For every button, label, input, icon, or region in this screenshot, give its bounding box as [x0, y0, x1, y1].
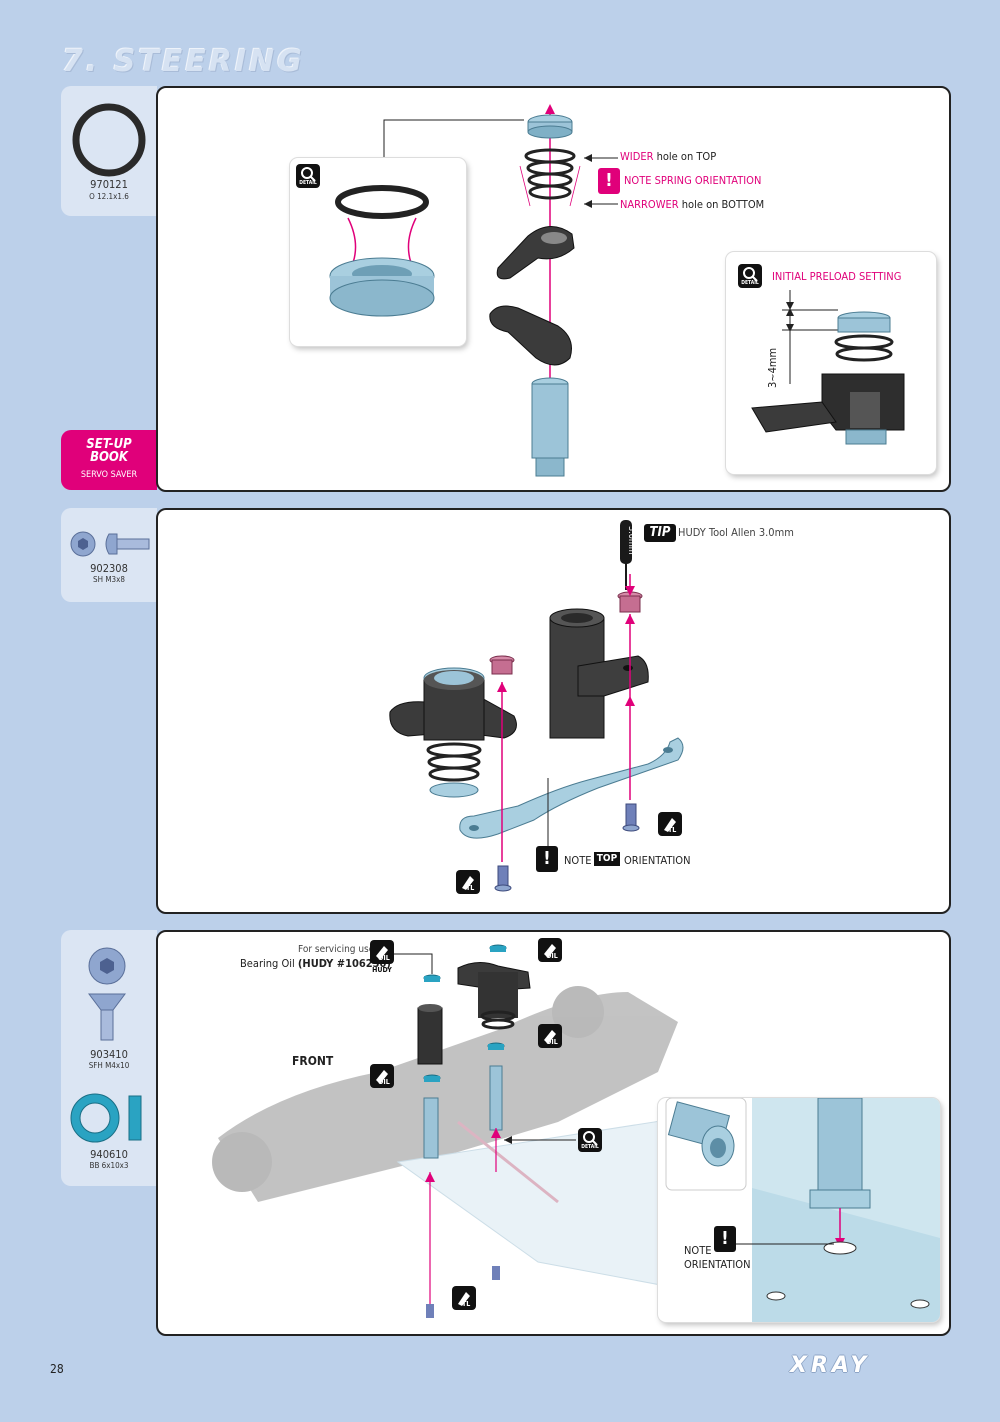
threadlock-icon: TL	[452, 1286, 476, 1310]
part-size: SH M3x8	[93, 575, 125, 584]
setup-line1: SET-UP	[86, 437, 132, 452]
setup-line3: SERVO SAVER	[80, 470, 138, 480]
magnifier-detail-icon: DETAIL	[296, 164, 320, 188]
post-seating-drawing	[665, 1098, 940, 1322]
oil-text-line2: Bearing Oil (HUDY #106230)	[240, 957, 391, 970]
oil-drop-icon: OIL	[538, 1024, 562, 1048]
note-line2: ORIENTATION	[684, 1258, 751, 1271]
warning-icon: !	[714, 1226, 736, 1252]
page-title: 7. STEERING	[62, 44, 305, 79]
threadlock-icon: TL	[658, 812, 682, 836]
page-number: 28	[50, 1362, 64, 1376]
note-pre: NOTE	[564, 854, 592, 867]
parts-box-step3: 903410 SFH M4x10 940610 BB 6x10x3	[61, 930, 157, 1186]
preload-title: INITIAL PRELOAD SETTING	[772, 270, 902, 283]
allen-tool-label: 3.0mm	[626, 526, 636, 555]
front-label: FRONT	[292, 1054, 334, 1068]
part-code: 903410	[90, 1048, 128, 1061]
preload-detail-panel: DETAIL INITIAL PRELOAD SETTING 3~4mm	[726, 252, 936, 474]
step1-panel: WIDER hole on TOP ! NOTE SPRING ORIENTAT…	[156, 86, 951, 492]
oil-text-line1: For servicing use	[298, 944, 375, 955]
part-size: BB 6x10x3	[89, 1161, 129, 1170]
o-ring-seating-drawing	[329, 185, 435, 317]
top-badge: TOP	[594, 852, 620, 866]
warning-icon: !	[598, 168, 620, 194]
o-ring-icon	[72, 103, 146, 177]
tip-text: HUDY Tool Allen 3.0mm	[678, 526, 794, 539]
note-post: ORIENTATION	[624, 854, 691, 867]
hudy-badge: HUDY	[372, 966, 392, 974]
narrower-hole-label: NARROWER hole on BOTTOM	[620, 198, 765, 211]
preload-dimension: 3~4mm	[766, 347, 779, 388]
oil-drop-icon: OIL	[538, 938, 562, 962]
servo-saver-assembly-drawing	[389, 520, 684, 892]
note-line1: NOTE	[684, 1244, 712, 1257]
brand-logo: XRAY	[790, 1353, 871, 1378]
step3-panel: For servicing use Bearing Oil (HUDY #106…	[156, 930, 951, 1336]
preload-setting-drawing	[751, 290, 905, 445]
part-size: O 12.1x1.6	[89, 192, 129, 201]
step2-panel: 3.0mm TIP HUDY Tool Allen 3.0mm TL TL ! …	[156, 508, 951, 914]
part-code: 902308	[90, 562, 128, 575]
spring-orientation-note: NOTE SPRING ORIENTATION	[624, 174, 762, 187]
bearing-orientation-detail-panel: ! NOTE ORIENTATION	[658, 1098, 940, 1322]
oil-drop-icon: OIL	[370, 1064, 394, 1088]
tip-badge: TIP	[644, 524, 676, 542]
part-code: 940610	[90, 1148, 128, 1161]
threadlock-icon: TL	[456, 870, 480, 894]
ball-bearing-icon	[70, 1093, 142, 1143]
part-code: 970121	[90, 178, 128, 191]
wider-hole-label: WIDER hole on TOP	[620, 150, 717, 163]
flat-head-screw-icon	[88, 947, 126, 1041]
magnifier-detail-icon: DETAIL	[578, 1128, 602, 1152]
button-head-screw-icon	[70, 531, 150, 557]
setup-book-badge[interactable]: SET-UP BOOK SERVO SAVER	[61, 430, 157, 490]
setup-line2: BOOK	[90, 450, 128, 465]
servo-saver-exploded-drawing	[383, 104, 618, 477]
warning-icon: !	[536, 846, 558, 872]
parts-box-step2: 902308 SH M3x8	[61, 508, 157, 602]
magnifier-detail-icon: DETAIL	[738, 264, 762, 288]
o-ring-detail-panel: DETAIL	[290, 158, 466, 346]
part-size: SFH M4x10	[88, 1061, 130, 1070]
parts-box-step1: 970121 O 12.1x1.6	[61, 86, 157, 216]
oil-drop-icon: OIL	[370, 940, 394, 964]
